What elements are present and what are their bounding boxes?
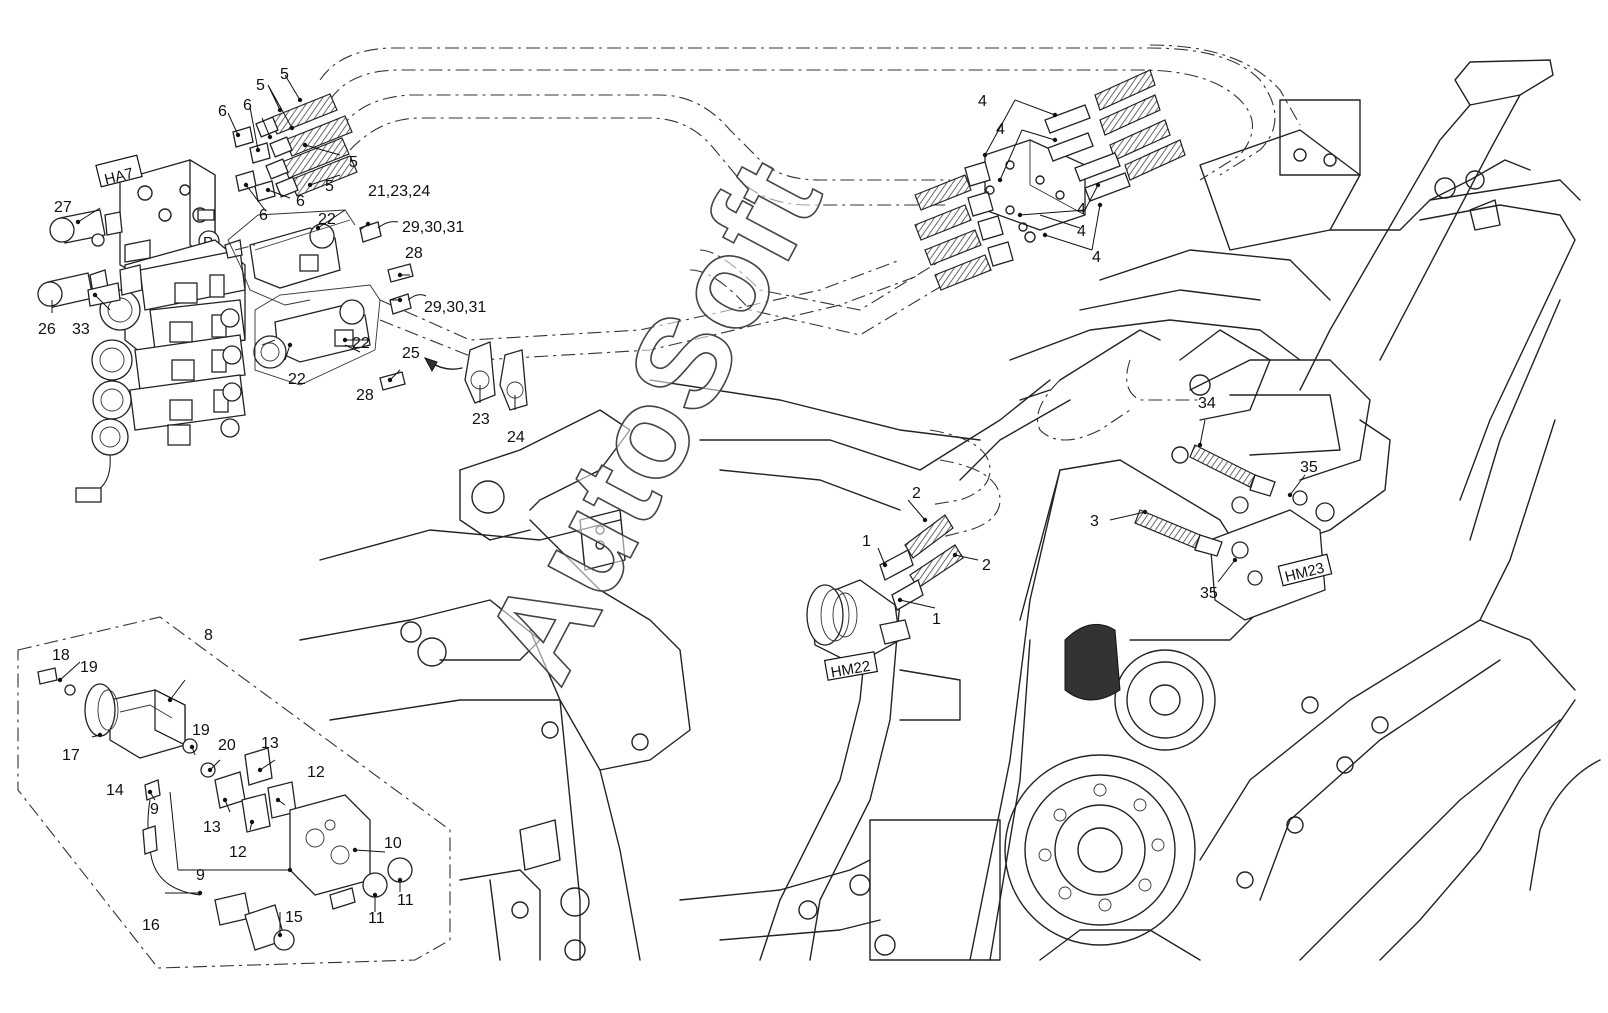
callout-20: 20	[218, 737, 236, 754]
callout-19: 19	[80, 659, 98, 676]
callout-5: 5	[325, 178, 334, 195]
callout-6: 6	[296, 193, 305, 210]
hose-bundle-4	[914, 69, 1186, 291]
check-valves-26-27-33	[37, 209, 123, 308]
callout-28: 28	[405, 245, 423, 262]
callout-4: 4	[1077, 201, 1086, 218]
callout-13: 13	[261, 735, 279, 752]
callout-8: 8	[204, 627, 213, 644]
callout-4: 4	[978, 93, 987, 110]
callout-18: 18	[52, 647, 70, 664]
ha7-tag: HA7	[103, 165, 135, 189]
callout-35: 35	[1300, 459, 1318, 476]
callout-5: 5	[256, 77, 265, 94]
callout-9: 9	[150, 801, 159, 818]
ha7-tag-box	[95, 154, 143, 188]
callout-2: 2	[982, 557, 991, 574]
callout-3: 3	[1090, 513, 1099, 530]
watermark: AutoSoft	[456, 136, 850, 703]
callout-2: 2	[912, 485, 921, 502]
callout-28: 28	[356, 387, 374, 404]
harness-connector	[75, 487, 102, 503]
callout-33: 33	[72, 321, 90, 338]
callout-15: 15	[285, 909, 303, 926]
callout-13: 13	[203, 819, 221, 836]
callout-5: 5	[349, 154, 358, 171]
callout-25: 25	[402, 345, 420, 362]
solenoid-22-assembly	[227, 209, 381, 386]
callout-22: 22	[352, 335, 370, 352]
hm23-tag-box	[1277, 553, 1333, 587]
callout-9: 9	[196, 867, 205, 884]
callout-labels: 1 1 2 2 3 4 4 4 4 4 5 5 5 5 6 6 6 6 8 9 …	[38, 66, 1318, 934]
callout-19: 19	[192, 722, 210, 739]
callout-1: 1	[932, 611, 941, 628]
callout-6: 6	[259, 207, 268, 224]
callout-12: 12	[307, 764, 325, 781]
callout-11: 11	[397, 892, 414, 909]
callout-22: 22	[288, 371, 306, 388]
callout-4: 4	[996, 121, 1005, 138]
leader-lines	[51, 74, 1306, 935]
callout-6: 6	[243, 97, 252, 114]
hm22-tag-box	[823, 651, 879, 681]
callout-24: 24	[507, 429, 525, 446]
motor-hm22: HM22	[806, 514, 964, 682]
valve-block-ha7: P	[37, 93, 528, 503]
leader-dots	[57, 97, 1293, 938]
machine-frame	[679, 59, 1601, 961]
hm22-tag: HM22	[829, 658, 871, 682]
lower-bracket-assembly	[299, 379, 1071, 961]
levers-23-24	[423, 341, 528, 411]
callout-12: 12	[229, 844, 247, 861]
callout-29-30-31: 29,30,31	[424, 299, 486, 316]
callout-26: 26	[38, 321, 56, 338]
callout-29-30-31: 29,30,31	[402, 219, 464, 236]
callout-6: 6	[218, 103, 227, 120]
solenoid-valve-stack	[91, 249, 246, 456]
callout-10: 10	[384, 835, 402, 852]
hose-routing-lines	[319, 44, 1301, 541]
callout-17: 17	[62, 747, 80, 764]
callout-21-23-24: 21,23,24	[368, 183, 430, 200]
callout-1: 1	[862, 533, 871, 550]
callout-4: 4	[1077, 223, 1086, 240]
callout-16: 16	[142, 917, 160, 934]
callout-14: 14	[106, 782, 124, 799]
control-box-detail	[17, 616, 451, 969]
valve-hoses-5	[255, 93, 358, 198]
callout-11: 11	[368, 910, 385, 927]
callout-34: 34	[1198, 395, 1216, 412]
callout-35: 35	[1200, 585, 1218, 602]
callout-4: 4	[1092, 249, 1101, 266]
wheel-bolt-holes	[1038, 783, 1165, 912]
callout-22: 22	[318, 211, 336, 228]
motor-hm23: HM23	[1134, 444, 1335, 621]
callout-5: 5	[280, 66, 289, 83]
valve-fittings-6	[232, 126, 276, 202]
callout-23: 23	[472, 411, 490, 428]
arrow-25-icon	[423, 357, 438, 373]
bolts-28-plugs-29	[359, 221, 427, 391]
callout-27: 27	[54, 199, 72, 216]
